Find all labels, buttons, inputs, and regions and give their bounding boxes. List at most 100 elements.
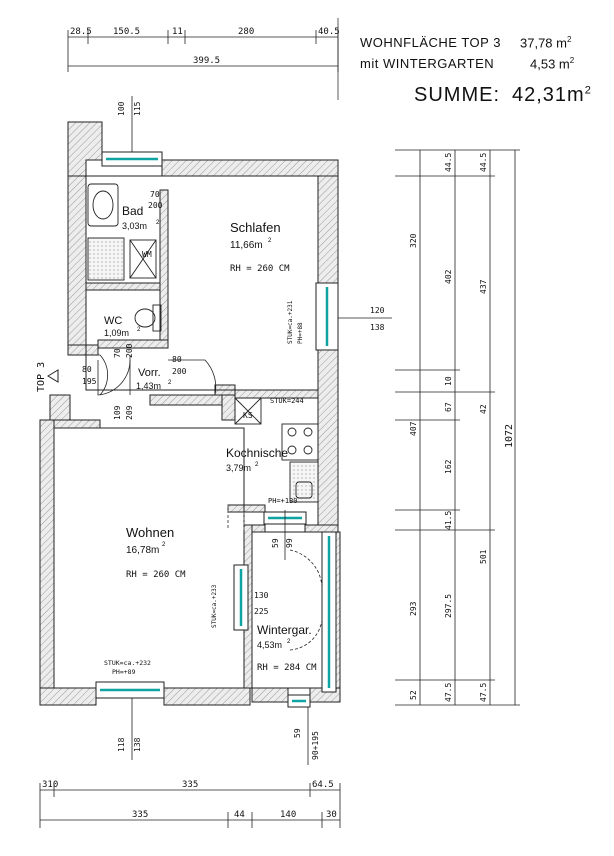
room-schlafen-sup: 2: [268, 238, 272, 244]
dim-right-total: 1072: [504, 424, 515, 448]
opening-dim-lines: [131, 96, 392, 765]
dim-wg-door-225: 225: [254, 607, 269, 616]
label-stuk-244: STUK=244: [270, 397, 304, 405]
room-wc-area: 1,09m: [104, 328, 129, 338]
dim-bottom-140: 140: [280, 810, 296, 820]
dim-door-200: 200: [148, 201, 163, 210]
washbasin-icon: [87, 183, 119, 227]
room-wohnen-name: Wohnen: [126, 525, 174, 540]
room-bad-sup: 2: [156, 220, 160, 226]
dim-bottom-335b: 335: [132, 810, 148, 820]
room-schlafen-rh: RH = 260 CM: [230, 264, 290, 274]
room-wohnen-sup: 2: [162, 542, 166, 548]
dim-right-42: 42: [479, 404, 488, 414]
room-bad-area: 3,03m: [122, 221, 147, 231]
top-dimensions: [67, 30, 339, 72]
room-kochnische-area: 3,79m: [226, 463, 251, 473]
dim-k-win-59: 59: [271, 538, 280, 548]
dim-door-70: 70: [150, 190, 160, 199]
dim-right-47-5b: 47.5: [479, 683, 488, 702]
label-wm: WM: [142, 250, 152, 259]
dim-right-47-5a: 47.5: [444, 683, 453, 702]
wintergarten-outline: [227, 505, 245, 530]
label-ks: KS: [243, 411, 253, 420]
dim-right-67: 67: [444, 402, 453, 412]
dim-schl-win-138: 138: [370, 323, 385, 332]
room-wintergarten-rh: RH = 284 CM: [257, 663, 317, 673]
dim-vorr-door-80: 80: [172, 355, 182, 364]
dim-wo-win-118: 118: [117, 737, 126, 752]
dim-schl-win-120: 120: [370, 306, 385, 315]
washing-machine-icon: [129, 239, 157, 279]
summary-line1-sup: 2: [566, 35, 572, 44]
fixtures: [87, 183, 319, 503]
dim-right-44-5a: 44.5: [444, 153, 453, 172]
label-ph-89: PH=+89: [112, 668, 136, 676]
dim-entry-209: 209: [125, 405, 134, 420]
walls: [39, 121, 341, 706]
dim-wg-win-59: 59: [293, 728, 302, 738]
dim-bottom-335a: 335: [182, 780, 198, 790]
label-ph-130: PH=+130: [268, 497, 298, 505]
room-wohnen-area: 16,78m: [126, 545, 159, 556]
label-stuk-232: STUK=ca.+232: [104, 659, 151, 667]
dim-bottom-64-5: 64.5: [312, 780, 334, 790]
dim-top-150-5: 150.5: [113, 27, 140, 37]
label-ph-88: PH=+88: [297, 322, 304, 344]
dim-top-399-5: 399.5: [193, 56, 220, 66]
dim-bad-win-115: 115: [133, 101, 142, 116]
room-wc-name: WC: [104, 315, 122, 327]
dim-top-11: 11: [172, 27, 183, 37]
dim-right-407: 407: [409, 421, 418, 436]
summary-sum-number: 42,31m: [512, 84, 585, 106]
room-vorr-name: Vorr.: [138, 367, 161, 379]
room-kochnische-name: Kochnische: [226, 446, 288, 460]
dim-wg-win-90-195: 90+195: [311, 731, 320, 760]
dim-right-293: 293: [409, 601, 418, 616]
dim-bottom-310: 310: [42, 780, 58, 790]
stove-icon: [281, 423, 319, 461]
dim-top-280: 280: [238, 27, 254, 37]
dim-wo-win-138: 138: [133, 737, 142, 752]
dim-right-41-5: 41.5: [444, 511, 453, 530]
room-vorr-sup: 2: [168, 380, 172, 386]
dim-bottom-30: 30: [326, 810, 337, 820]
dim-right-297-5: 297.5: [444, 594, 453, 618]
summary-sum-label: SUMME:: [414, 84, 500, 106]
dim-right-402: 402: [444, 269, 453, 284]
dim-wg-door-130: 130: [254, 591, 269, 600]
room-wintergarten-name: Wintergar.: [257, 623, 312, 637]
room-wc-sup: 2: [137, 327, 141, 333]
dim-right-52: 52: [409, 690, 418, 700]
room-wintergarten-area: 4,53m: [257, 640, 282, 650]
dim-vorr-door-200: 200: [172, 367, 187, 376]
dim-top-28-5: 28.5: [70, 27, 92, 37]
dim-right-320: 320: [409, 233, 418, 248]
room-wohnen-rh: RH = 260 CM: [126, 570, 186, 580]
dim-right-501: 501: [479, 549, 488, 564]
right-dimensions: [395, 149, 520, 706]
room-wintergarten-sup: 2: [287, 639, 291, 645]
dim-right-44-5b: 44.5: [479, 153, 488, 172]
dim-wc-door-70: 70: [113, 348, 122, 358]
entry-arrow-icon: [47, 369, 59, 383]
summary-line2-value: 4,53 m2: [530, 56, 574, 71]
summary-sum-sup: 2: [584, 84, 592, 97]
summary-sum-value: 42,31m2: [512, 84, 592, 107]
dim-wc-door-200: 200: [125, 343, 134, 358]
room-kochnische-sup: 2: [255, 462, 259, 468]
dim-entry-80: 80: [82, 365, 92, 374]
dim-bottom-44: 44: [234, 810, 245, 820]
windows: [95, 151, 339, 708]
summary-line1-label: WOHNFLÄCHE TOP 3: [360, 35, 501, 50]
door-swings: [70, 354, 323, 651]
summary-line1-number: 37,78 m: [520, 35, 567, 51]
shower-tray-icon: [87, 237, 125, 281]
room-schlafen-area: 11,66m: [230, 240, 263, 251]
dim-right-10: 10: [444, 376, 453, 386]
dim-right-437: 437: [479, 279, 488, 294]
top3-label: TOP 3: [36, 362, 47, 392]
dim-entry-109: 109: [113, 405, 122, 420]
dim-top-40-5: 40.5: [318, 27, 340, 37]
